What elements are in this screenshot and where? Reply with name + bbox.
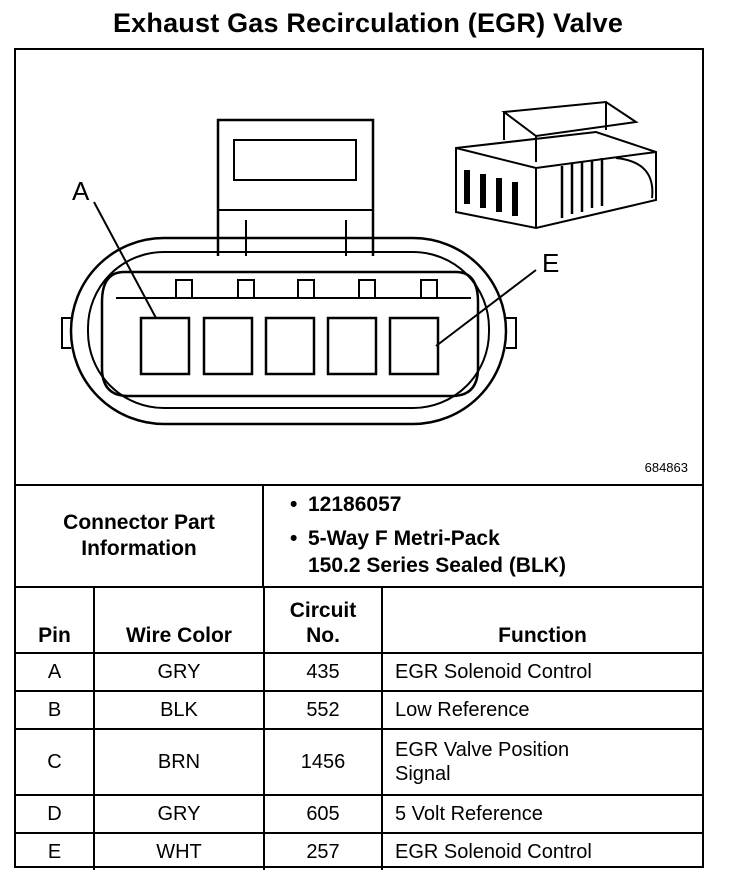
cell-circuit: 605 — [263, 794, 383, 834]
side-ear-left — [61, 317, 71, 349]
bullet-icon: • — [290, 527, 298, 550]
latch-tab — [216, 118, 375, 256]
terminal-a — [139, 316, 191, 376]
leader-line-a — [93, 201, 157, 319]
terminal-cavity — [100, 270, 480, 398]
header-circuit: Circuit No. — [263, 586, 383, 654]
cell-circuit: 552 — [263, 690, 383, 730]
cell-function: EGR Solenoid Control — [381, 652, 702, 692]
header-wire-color: Wire Color — [93, 586, 265, 654]
connector-frame: A E 684863 Connector Part Information • … — [14, 48, 704, 870]
cell-circuit: 435 — [263, 652, 383, 692]
cell-function: 5 Volt Reference — [381, 794, 702, 834]
cell-circuit: 1456 — [263, 728, 383, 796]
page-title: Exhaust Gas Recirculation (EGR) Valve — [112, 8, 624, 38]
terminal-d — [326, 316, 378, 376]
connector-info-label: Connector Part Information — [16, 486, 264, 586]
cell-function: Low Reference — [381, 690, 702, 730]
connector-housing-inner — [87, 251, 490, 409]
figure-id: 684863 — [644, 460, 688, 475]
header-pin: Pin — [16, 586, 95, 654]
cell-circuit: 257 — [263, 832, 383, 870]
connector-iso-view — [455, 100, 657, 230]
connector-part-number: • 12186057 — [290, 492, 401, 518]
table-row: A GRY 435 EGR Solenoid Control — [16, 652, 702, 692]
cell-wire-color: GRY — [93, 652, 265, 692]
cell-wire-color: BRN — [93, 728, 265, 796]
cell-wire-color: BLK — [93, 690, 265, 730]
cell-wire-color: WHT — [93, 832, 265, 870]
connector-housing-outer — [69, 236, 508, 426]
pin-label-a: A — [72, 176, 90, 206]
terminal-c — [264, 316, 316, 376]
pin-label-e: E — [542, 248, 560, 278]
connector-info-label-line1: Connector Part — [63, 510, 215, 534]
table-row: C BRN 1456 EGR Valve Position Signal — [16, 728, 702, 796]
cell-pin: E — [16, 832, 95, 870]
connector-type: • 5-Way F Metri-Pack — [290, 526, 500, 552]
connector-info-label-line2: Information — [81, 537, 197, 560]
cell-function: EGR Solenoid Control — [381, 832, 702, 870]
pin-table: Pin Wire Color Circuit No. Function A GR… — [16, 586, 702, 870]
connector-diagram: A E 684863 — [16, 50, 702, 484]
connector-info-row: Connector Part Information • 12186057 • … — [16, 484, 702, 586]
pin-table-header: Pin Wire Color Circuit No. Function — [16, 586, 702, 654]
cell-function: EGR Valve Position Signal — [381, 728, 702, 796]
table-row: D GRY 605 5 Volt Reference — [16, 794, 702, 834]
leader-line-e — [435, 269, 537, 347]
table-row: B BLK 552 Low Reference — [16, 690, 702, 730]
cell-pin: B — [16, 690, 95, 730]
cell-wire-color: GRY — [93, 794, 265, 834]
side-ear-right — [506, 317, 517, 349]
terminal-b — [202, 316, 254, 376]
bullet-icon: • — [290, 493, 298, 516]
cell-pin: D — [16, 794, 95, 834]
connector-info-items: • 12186057 • 5-Way F Metri-Pack 150.2 Se… — [264, 486, 702, 586]
cell-pin: C — [16, 728, 95, 796]
terminal-e — [388, 316, 440, 376]
header-function: Function — [381, 586, 702, 654]
connector-series: 150.2 Series Sealed (BLK) — [308, 554, 566, 577]
connector-face-drawing — [61, 100, 657, 426]
cell-pin: A — [16, 652, 95, 692]
table-row: E WHT 257 EGR Solenoid Control — [16, 832, 702, 870]
